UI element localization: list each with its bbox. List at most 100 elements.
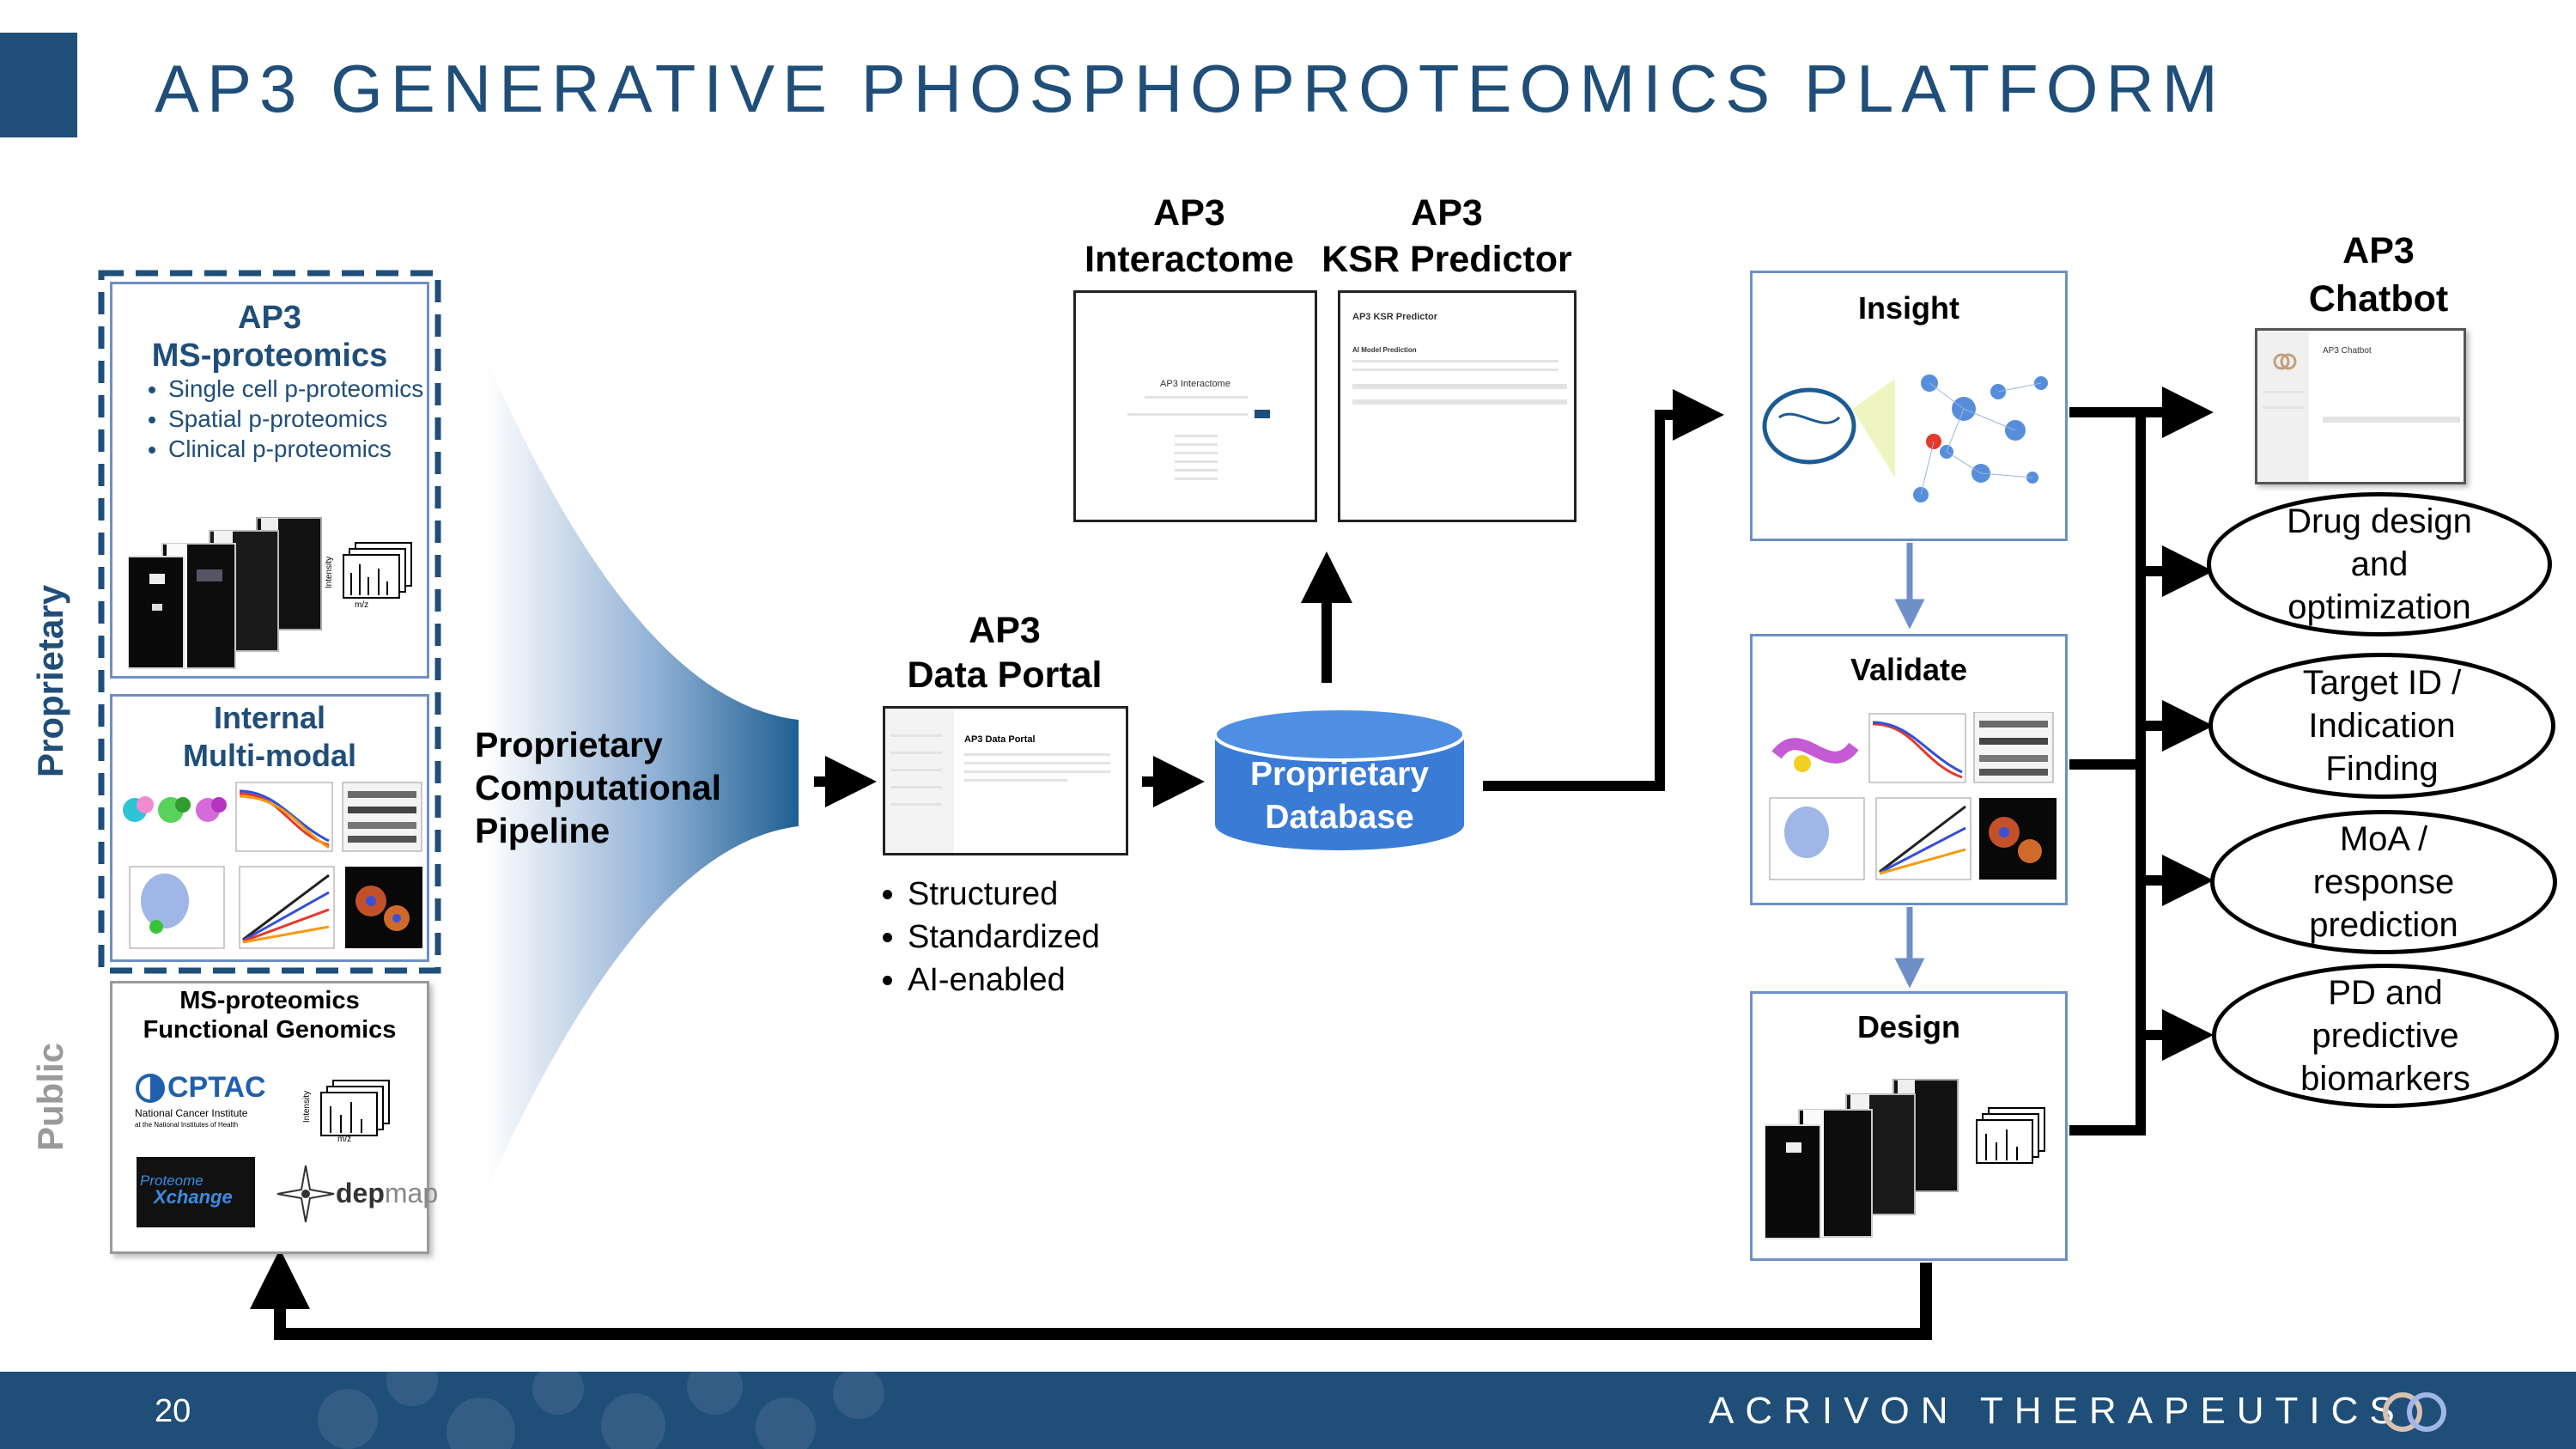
proteomexchange-name-1: Proteome (140, 1172, 204, 1189)
title-accent-block (0, 33, 77, 137)
outcome-line: Drug design (2287, 502, 2472, 540)
interactome-screenshot: AP3 Interactome (1073, 290, 1317, 522)
validate-title: Validate (1850, 652, 1968, 687)
outcome-drug-design: Drug design and optimization (2207, 492, 2552, 636)
ms-proteomics-box: AP3 MS-proteomics Single cell p-proteomi… (110, 282, 429, 679)
ms-bullet: Single cell p-proteomics (168, 374, 426, 404)
ksr-screen-subtitle: AI Model Prediction (1352, 346, 1417, 354)
proteomexchange-logo: Proteome Xchange (137, 1157, 255, 1227)
portal-bullet: Standardized (908, 916, 1100, 959)
public-title-1: MS-proteomics (179, 987, 360, 1014)
pipeline-label-1: Proprietary (475, 725, 663, 764)
ms-box-bullets: Single cell p-proteomics Spatial p-prote… (112, 374, 426, 464)
ksr-heading-1: AP3 (1411, 192, 1483, 234)
chatbot-screenshot: AP3 Chatbot (2255, 328, 2466, 484)
arrow-feedback-loop (250, 1249, 1932, 1340)
public-spectra-icon (320, 1080, 390, 1136)
ms-axis-y: Intensity (325, 556, 335, 589)
pipeline-label-2: Computational (475, 768, 721, 807)
public-axis-y: Intensity (302, 1090, 313, 1123)
ksr-heading-2: KSR Predictor (1321, 239, 1572, 280)
multimodal-title-1: Internal (213, 700, 326, 735)
ms-box-title-1: AP3 (238, 300, 301, 336)
outcome-line: and (2350, 545, 2409, 583)
data-portal-bullets: Structured Standardized AI-enabled (869, 873, 1100, 1002)
chatbot-screen-title: AP3 Chatbot (2323, 346, 2372, 356)
data-portal-heading-2: Data Portal (907, 654, 1103, 696)
pipeline-label-3: Pipeline (475, 811, 611, 850)
insight-network-graphic (1762, 374, 2048, 502)
data-portal-heading-1: AP3 (969, 610, 1041, 651)
public-data-box: MS-proteomics Functional Genomics CPTAC … (110, 981, 438, 1254)
insight-title: Insight (1858, 290, 1959, 326)
proprietary-dashed-frame (98, 270, 441, 974)
pipeline-funnel (485, 356, 799, 1194)
design-mass-spectrometer-icon (1765, 1079, 1959, 1239)
data-portal-screenshot: AP3 Data Portal (883, 706, 1128, 855)
design-box: Design (1750, 991, 2068, 1261)
acrivon-logo-icon (2383, 1392, 2446, 1432)
mass-spectrometer-icon (128, 517, 322, 669)
outcome-line: biomarkers (2300, 1060, 2470, 1098)
multimodal-assay-thumbnails (123, 782, 422, 949)
database-label-2: Database (1265, 799, 1414, 836)
cptac-subtitle-2: at the National Institutes of Health (135, 1121, 239, 1129)
interactome-go-button (1255, 410, 1270, 418)
footer-bar (0, 1372, 2576, 1449)
page-title: AP3 GENERATIVE PHOSPHOPROTEOMICS PLATFOR… (155, 51, 2226, 126)
ms-axis-x: m/z (355, 600, 369, 610)
cptac-name: CPTAC (167, 1071, 266, 1104)
side-label-proprietary: Proprietary (30, 584, 70, 777)
design-title: Design (1856, 1009, 1961, 1044)
interactome-heading-1: AP3 (1153, 192, 1225, 234)
public-title-2: Functional Genomics (143, 1016, 397, 1044)
ms-bullet: Spatial p-proteomics (168, 404, 426, 434)
outcome-line: Indication (2308, 707, 2456, 745)
spectra-stack-icon (343, 542, 412, 599)
public-axis-x: m/z (337, 1135, 352, 1144)
chatbot-heading-2: Chatbot (2308, 278, 2449, 320)
depmap-logo: depmap (336, 1178, 438, 1209)
validate-assay-thumbnails (1769, 712, 2057, 880)
design-spectra-icon (1976, 1107, 2045, 1164)
ms-box-title-2: MS-proteomics (151, 338, 388, 374)
multimodal-box: Internal Multi-modal (110, 694, 429, 962)
portal-bullet: Structured (908, 873, 1100, 916)
outcome-line: response (2312, 863, 2455, 901)
outcome-line: optimization (2287, 588, 2471, 626)
chatbot-logo-icon (2273, 353, 2297, 370)
interactome-heading-2: Interactome (1084, 239, 1294, 280)
proteomexchange-name-2: Xchange (154, 1186, 233, 1208)
proprietary-database-cylinder (1213, 707, 1466, 850)
portal-bullet: AI-enabled (908, 959, 1100, 1002)
outcome-line: prediction (2309, 906, 2458, 944)
portal-sidebar (885, 709, 954, 853)
interactome-screen-title: AP3 Interactome (1160, 379, 1230, 389)
insight-box: Insight (1750, 271, 2068, 541)
ksr-predictor-screenshot: AP3 KSR Predictor AI Model Prediction (1338, 290, 1577, 522)
pipeline-label: Proprietary Computational Pipeline (475, 723, 721, 852)
outcome-line: MoA / (2339, 820, 2428, 858)
portal-screen-title: AP3 Data Portal (964, 734, 1036, 745)
chatbot-heading-1: AP3 (2342, 230, 2415, 271)
cptac-subtitle-1: National Cancer Institute (135, 1107, 248, 1119)
multimodal-title-2: Multi-modal (183, 738, 356, 773)
side-label-public: Public (30, 1042, 70, 1151)
page-number: 20 (155, 1393, 191, 1429)
outcome-line: Finding (2325, 750, 2439, 788)
depmap-name-1: dep (336, 1178, 385, 1209)
database-label-1: Proprietary (1249, 756, 1430, 793)
ms-bullet: Clinical p-proteomics (168, 434, 426, 464)
validate-box: Validate (1750, 634, 2068, 905)
company-name: ACRIVON THERAPEUTICS (1709, 1390, 2406, 1432)
outcome-moa-response: MoA / response prediction (2210, 810, 2557, 954)
depmap-compass-icon (276, 1165, 335, 1223)
outcome-line: Target ID / (2302, 664, 2462, 702)
arrow-database-to-insight (1483, 389, 1724, 791)
cptac-icon (136, 1074, 165, 1103)
depmap-name-2: map (384, 1178, 439, 1209)
ksr-screen-title: AP3 KSR Predictor (1352, 312, 1438, 322)
